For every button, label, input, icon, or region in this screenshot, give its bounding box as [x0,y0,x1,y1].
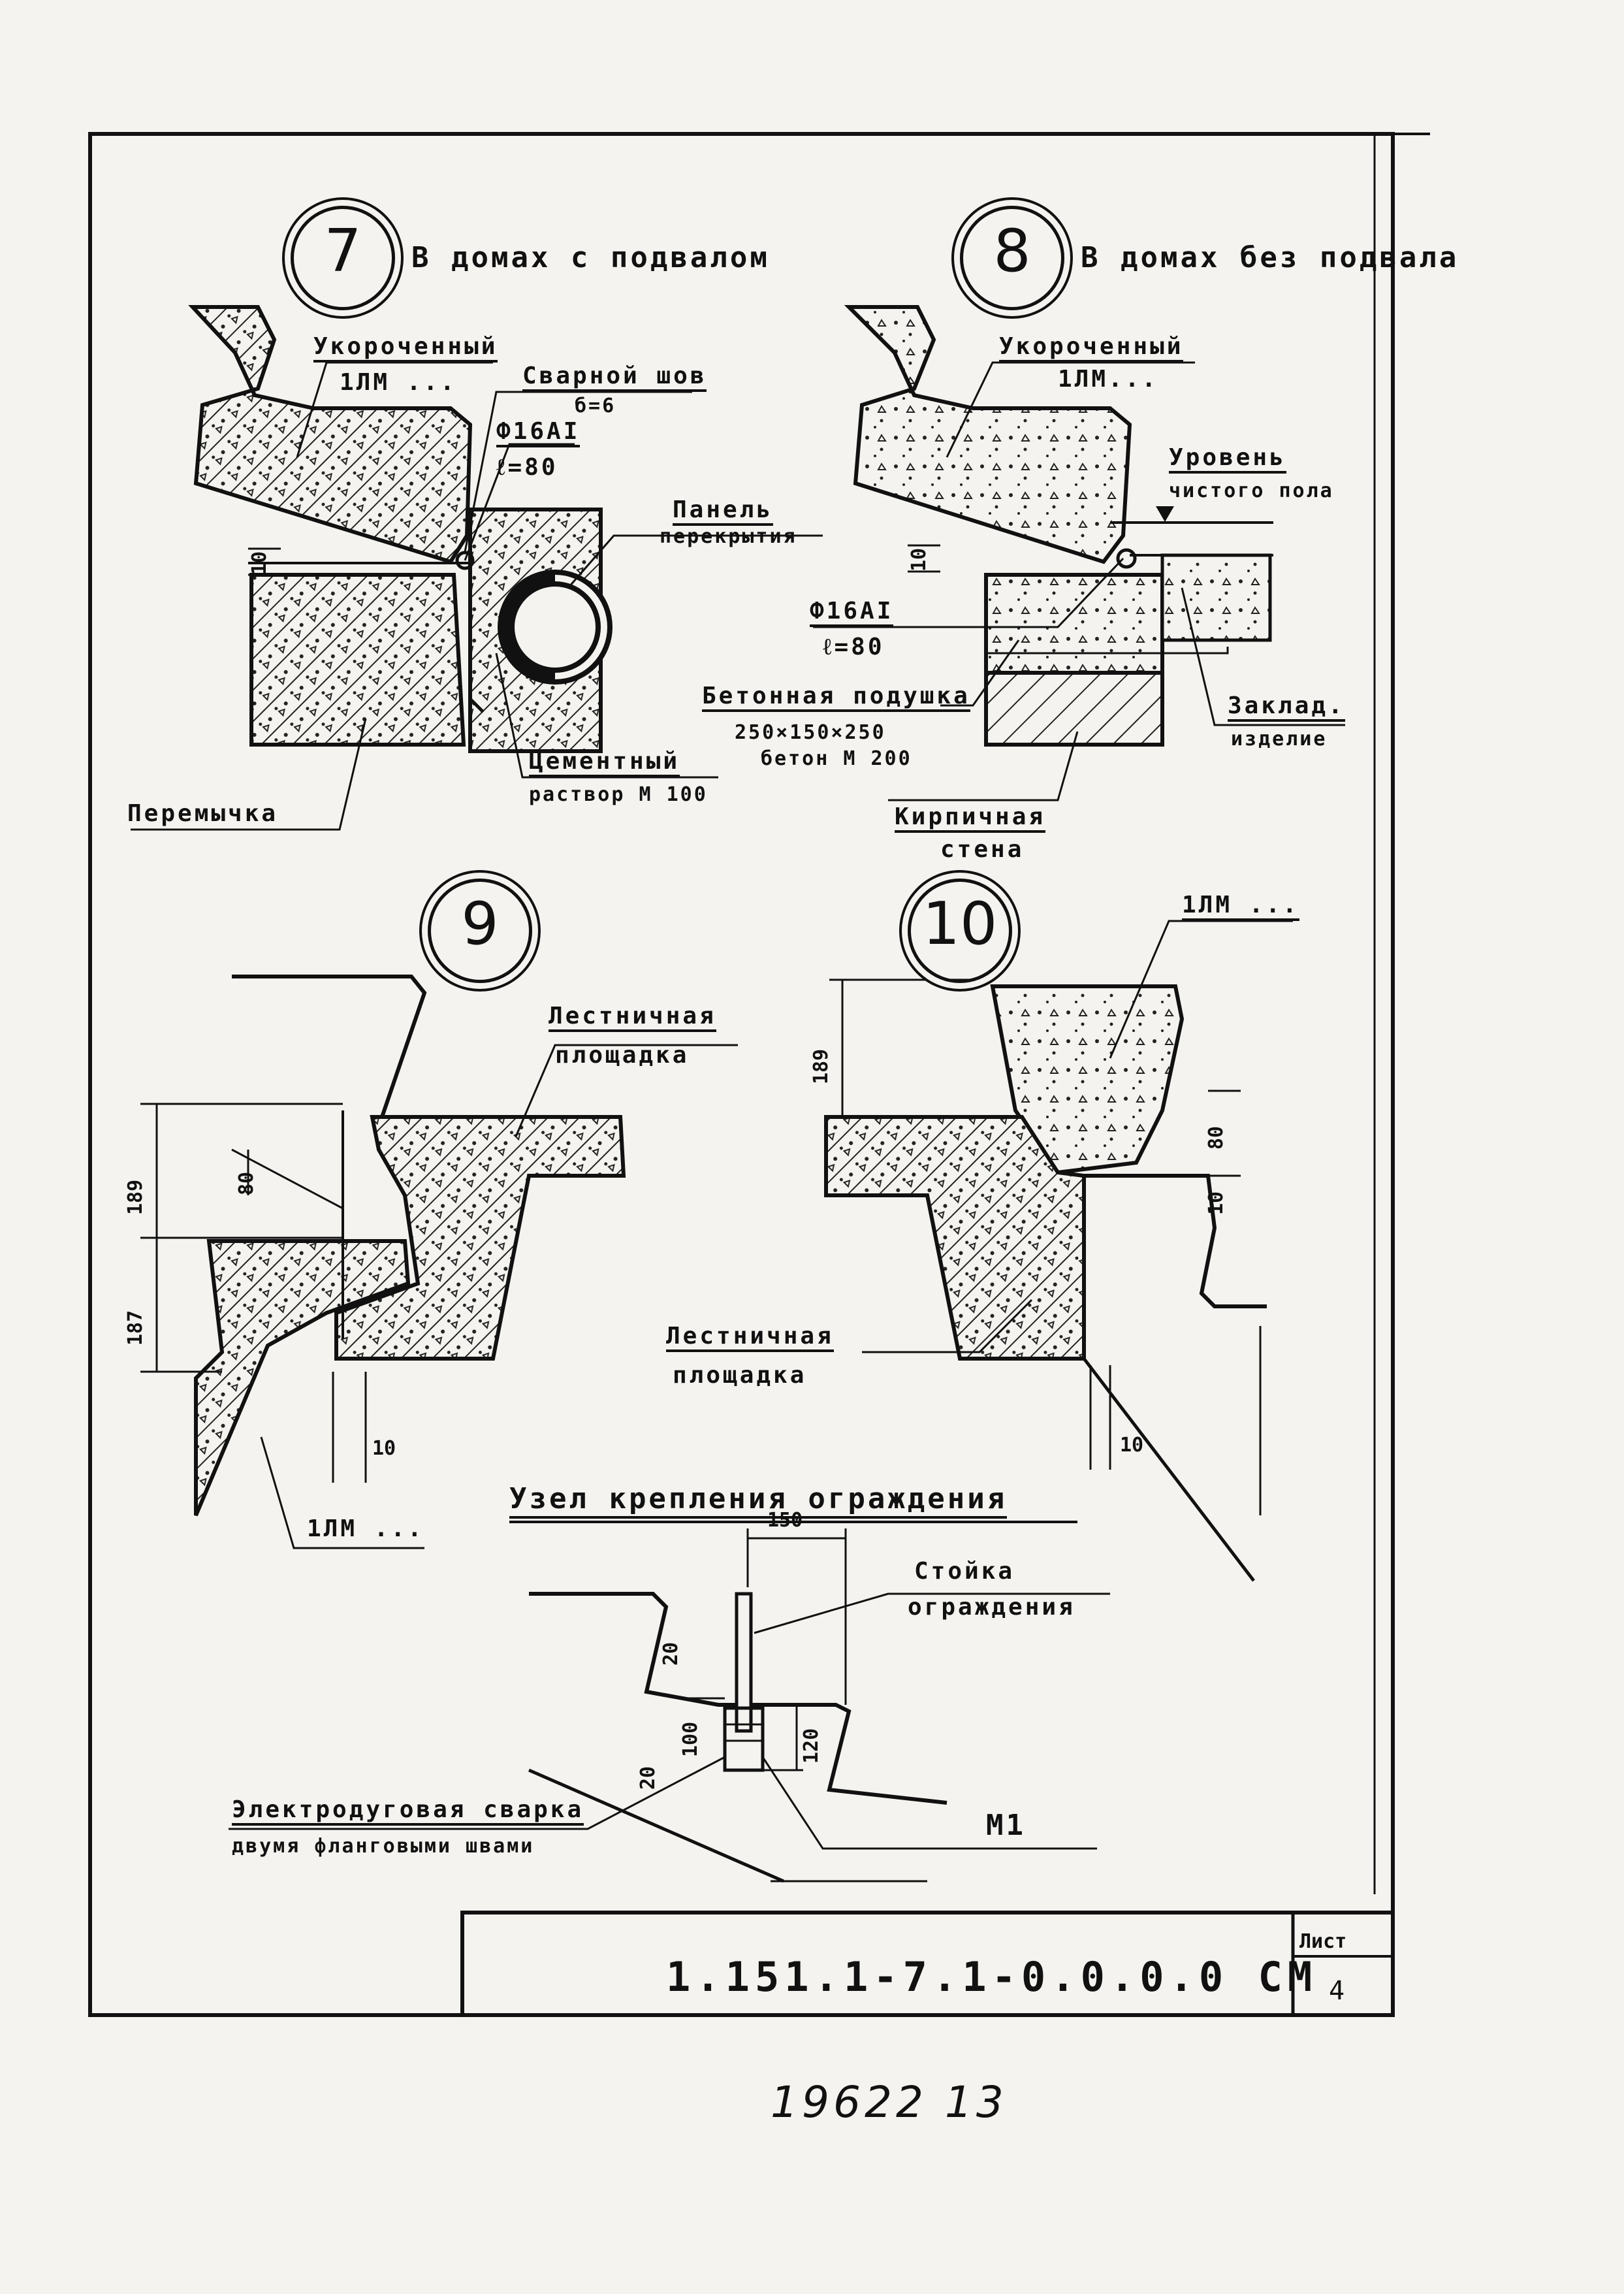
railing-dim-20a: 20 [660,1641,682,1666]
d7-panel-sub: перекрытия [660,525,797,548]
detail-8-caption: В домах без подвала [1081,241,1459,274]
detail-10-marker: 10 [908,879,1012,983]
railing-post-label: Стойка [914,1558,1015,1585]
detail-8-marker: 8 [960,206,1064,310]
d10-flight-label: 1ЛМ ... [1182,892,1299,922]
railing-node-drawing [229,1521,1110,1883]
d8-embedded-sub: изделие [1231,728,1328,751]
railing-weld-sub: двумя фланговыми швами [232,1835,535,1858]
title-block [460,1911,1395,2017]
d8-embedded-label: Заклад. [1228,692,1345,722]
railing-title: Узел крепления ограждения [509,1482,1008,1519]
railing-dim-150: 150 [767,1509,803,1532]
d9-dim-187: 187 [124,1310,147,1346]
detail-7-marker: 7 [291,206,395,310]
detail-8-number: 8 [993,217,1031,285]
d9-flight-label: 1ЛМ ... [307,1515,424,1542]
railing-dim-20b: 20 [637,1766,660,1790]
d7-flight-label: 1ЛМ ... [340,369,457,396]
sheet-number: 4 [1329,1976,1345,2006]
d8-shortened-label: Укороченный [999,333,1184,363]
railing-dim-100: 100 [679,1721,702,1757]
d9-landing-sub: площадка [555,1042,690,1069]
d8-flight-label: 1ЛМ... [1058,366,1159,393]
d8-floor-label: Уровень [1169,444,1286,474]
d7-weld-label: Сварной шов [522,363,707,393]
d9-landing-label: Лестничная [549,1003,716,1033]
d7-weld-size: б=6 [575,395,616,417]
d8-floor-sub: чистого пола [1169,479,1334,502]
detail-7-number: 7 [324,217,362,285]
d7-dim-10: 10 [248,551,271,575]
d9-dim-189: 189 [124,1179,147,1215]
detail-9-number: 9 [461,890,499,958]
drawing-code: 1.151.1-7.1-0.0.0.0 СМ [666,1953,1318,2001]
d8-cushion-size: 250×150×250 [735,721,886,744]
d8-rebar-length: ℓ=80 [823,634,885,660]
d10-dim-10a: 10 [1205,1191,1228,1215]
d7-mortar-grade: раствор М 100 [529,783,708,806]
d10-dim-80: 80 [1205,1125,1228,1150]
d7-rebar-label: Ф16АI [496,418,581,448]
d7-rebar-length: ℓ=80 [496,454,558,481]
detail-9-drawing [140,975,738,1549]
d9-dim-10: 10 [372,1437,396,1460]
d8-cushion-label: Бетонная подушка [702,683,970,713]
d10-dim-10b: 10 [1120,1434,1144,1457]
d10-dim-189: 189 [810,1048,833,1084]
detail-8-drawing [813,305,1345,801]
sheet-label: Лист [1299,1930,1347,1953]
d7-mortar-label: Цементный [529,748,680,778]
detail-10-number: 10 [922,890,998,958]
railing-mark-m1: М1 [986,1809,1026,1842]
d8-cushion-grade: бетон М 200 [761,747,912,770]
handwritten-number: 19622 13 [771,2077,1008,2127]
railing-dim-120: 120 [800,1728,823,1764]
d8-dim-10: 10 [908,547,931,572]
d8-rebar-label: Ф16АI [810,598,894,628]
detail-7-caption: В домах с подвалом [411,241,770,274]
railing-weld-label: Электродуговая сварка [232,1796,584,1826]
d10-landing-sub: площадка [673,1362,807,1389]
detail-7-drawing [131,305,823,831]
d9-dim-80: 80 [235,1171,258,1195]
railing-post-sub: ограждения [908,1594,1075,1621]
d8-wall-label: Кирпичная [895,803,1046,833]
d7-panel-label: Панель [673,496,774,526]
d7-shortened-label: Укороченный [313,333,498,363]
d10-landing-label: Лестничная [666,1323,834,1353]
detail-10-drawing [824,920,1293,1582]
d8-wall-sub: стена [940,836,1025,863]
detail-9-marker: 9 [428,879,532,983]
d7-lintel-label: Перемычка [127,800,279,827]
